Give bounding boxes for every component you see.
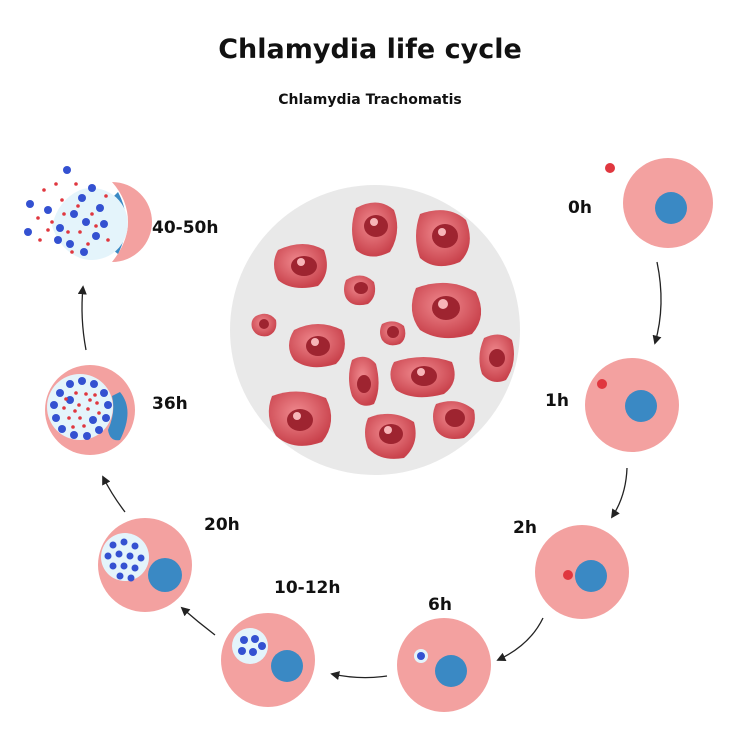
stage-label-0h: 0h <box>568 198 592 218</box>
arrow-0h-to-1h <box>652 261 662 345</box>
stage-label-40-50h: 40-50h <box>152 218 218 238</box>
cell-nucleus <box>435 655 467 687</box>
inclusion <box>232 628 268 664</box>
cell-nucleus <box>655 192 687 224</box>
stage-40-50h: 40-50h <box>24 166 218 262</box>
inclusion <box>47 374 113 440</box>
reticulate-body <box>240 636 248 644</box>
stage-label-1h: 1h <box>545 391 569 411</box>
stage-label-36h: 36h <box>152 394 188 414</box>
infected-cell <box>365 413 416 459</box>
reticulate-body <box>251 635 259 643</box>
infected-cell <box>390 357 455 398</box>
stage-20h: 20h <box>98 515 240 612</box>
page-title: Chlamydia life cycle <box>218 34 522 65</box>
elementary-body <box>563 570 573 580</box>
elementary-bodies <box>62 391 101 429</box>
reticulate-body <box>238 647 246 655</box>
reticulate-bodies <box>104 538 145 582</box>
infected-cell <box>274 244 327 288</box>
infected-cell <box>251 313 277 337</box>
reticulate-body <box>249 648 257 656</box>
ruptured-inclusion <box>52 188 128 260</box>
stage-label-6h: 6h <box>428 595 452 615</box>
infected-cell <box>268 391 332 446</box>
cell-nucleus <box>575 560 607 592</box>
arrow-6h-to-10-12h <box>330 671 388 680</box>
cell-nucleus <box>148 558 182 592</box>
cell-nucleus <box>625 390 657 422</box>
cell-nucleus <box>271 650 303 682</box>
stage-2h: 2h <box>513 518 629 619</box>
stage-36h: 36h <box>45 365 188 455</box>
stage-6h: 6h <box>397 595 491 712</box>
cycle-arrows <box>77 261 662 680</box>
reticulate-body <box>258 642 266 650</box>
arrow-1h-to-2h <box>610 467 628 519</box>
arrow-2h-to-6h <box>496 617 544 662</box>
stage-10-12h: 10-12h <box>221 578 340 707</box>
stage-0h: 0h <box>568 158 713 248</box>
reticulate-bodies <box>50 377 112 440</box>
released-reticulate-bodies <box>24 166 108 256</box>
infected-cell <box>411 282 482 339</box>
arrow-36h-to-40-50h <box>77 285 87 351</box>
elementary-body <box>597 379 607 389</box>
page-subtitle: Chlamydia Trachomatis <box>278 92 462 108</box>
arrow-20h-to-36h <box>102 475 126 513</box>
infected-cell <box>349 356 379 406</box>
released-elementary-bodies <box>36 182 110 254</box>
infected-cell <box>344 275 376 306</box>
stage-label-2h: 2h <box>513 518 537 538</box>
infected-cell <box>479 334 514 382</box>
infected-cell <box>352 202 398 257</box>
stage-1h: 1h <box>545 358 679 452</box>
host-cell-remnant <box>112 182 152 262</box>
elementary-body <box>605 163 615 173</box>
arrow-10-12h-to-20h <box>180 606 216 636</box>
infected-cell <box>289 324 345 368</box>
infected-cell <box>380 321 406 346</box>
infected-cell <box>433 401 475 439</box>
infected-cell <box>416 210 470 267</box>
stage-label-20h: 20h <box>204 515 240 535</box>
cell-nucleus <box>108 392 128 441</box>
stage-label-10-12h: 10-12h <box>274 578 340 598</box>
microscope-view <box>230 185 520 475</box>
reticulate-body <box>417 652 425 660</box>
